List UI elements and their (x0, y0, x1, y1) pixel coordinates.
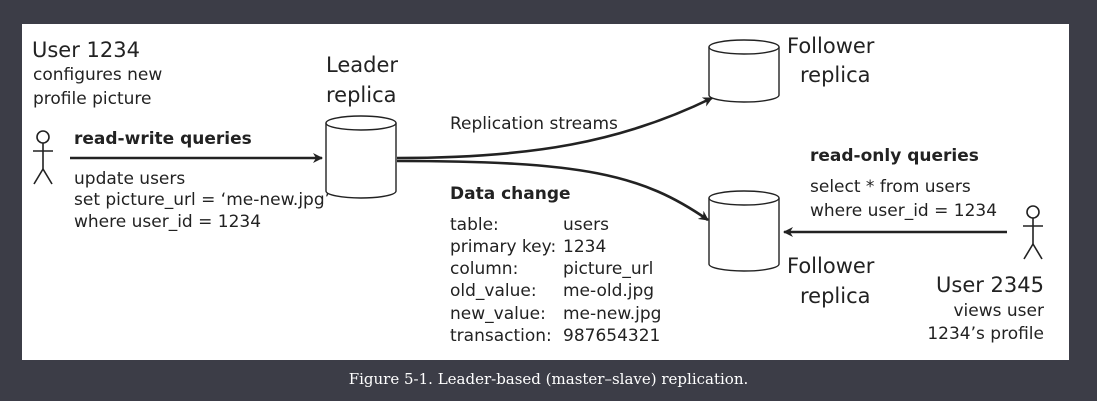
replication-stream-bottom-arrow (396, 159, 709, 222)
data-change-key: primary key: (450, 237, 556, 257)
replication-diagram: User 1234 configures new profile picture… (32, 34, 1045, 346)
data-change-value: 1234 (563, 237, 606, 257)
write-queries-heading: read-write queries (74, 129, 252, 149)
follower-top-database-icon (708, 39, 780, 103)
reader-user-title: User 2345 (936, 273, 1044, 297)
follower-top-label-line1: Follower (787, 34, 875, 58)
reader-person-icon (1023, 205, 1043, 260)
data-change-value: me-new.jpg (563, 304, 661, 324)
replication-streams-label: Replication streams (450, 114, 618, 134)
figure-panel: User 1234 configures new profile picture… (22, 24, 1069, 360)
figure-caption: Figure 5-1. Leader-based (master–slave) … (348, 370, 749, 388)
writer-user-desc-line2: profile picture (33, 89, 151, 109)
data-change-key: old_value: (450, 281, 537, 301)
reader-user-desc-line1: views user (954, 301, 1045, 321)
writer-user-title: User 1234 (32, 38, 140, 62)
follower-bottom-label-line2: replica (800, 284, 871, 308)
read-queries-heading: read-only queries (810, 146, 979, 166)
follower-bottom-label-line1: Follower (787, 254, 875, 278)
write-query-line2: set picture_url = ‘me-new.jpg’ (74, 190, 330, 210)
data-change-key: table: (450, 215, 499, 235)
data-change-value: me-old.jpg (563, 281, 654, 301)
writer-person-icon (33, 130, 53, 185)
follower-top-label-line2: replica (800, 63, 871, 87)
writer-user-desc-line1: configures new (33, 65, 162, 85)
reader-user-desc-line2: 1234’s profile (927, 324, 1044, 344)
leader-label-line1: Leader (326, 53, 398, 77)
read-query-line2: where user_id = 1234 (810, 201, 997, 221)
leader-database-icon (325, 115, 397, 199)
data-change-key: transaction: (450, 326, 552, 346)
leader-label-line2: replica (326, 83, 397, 107)
data-change-key: column: (450, 259, 518, 279)
data-change-heading: Data change (450, 184, 571, 204)
replication-stream-top-arrow (396, 96, 713, 160)
data-change-value: 987654321 (563, 326, 660, 346)
write-query-line1: update users (74, 169, 185, 189)
follower-bottom-database-icon (708, 190, 780, 272)
data-change-table: table: users primary key: 1234 column: p… (450, 215, 661, 346)
data-change-key: new_value: (450, 304, 546, 324)
read-query-line1: select * from users (810, 177, 971, 197)
data-change-value: picture_url (563, 259, 653, 279)
data-change-value: users (563, 215, 609, 235)
write-query-line3: where user_id = 1234 (74, 212, 261, 232)
